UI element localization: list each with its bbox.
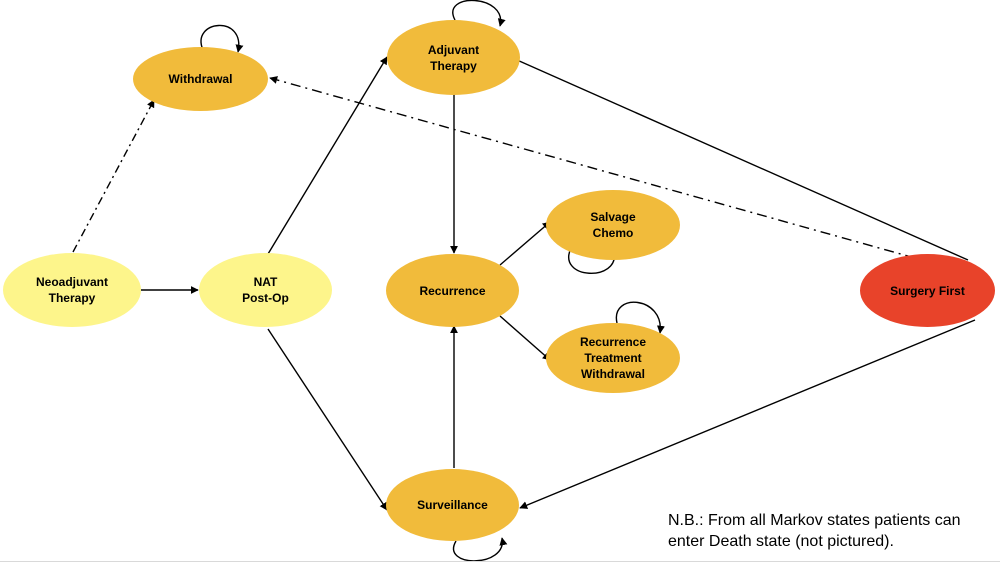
node-nat-postop: NAT Post-Op (199, 253, 332, 327)
node-nat-postop-label: NAT Post-Op (242, 275, 289, 305)
node-neoadjuvant-therapy: Neoadjuvant Therapy (3, 253, 141, 327)
node-surveillance: Surveillance (386, 469, 519, 541)
footnote: N.B.: From all Markov states patients ca… (668, 512, 961, 550)
node-withdrawal: Withdrawal (133, 47, 268, 111)
node-surgery-first: Surgery First (860, 254, 995, 327)
edge-surgeryfirst-to-withdrawal (269, 76, 916, 259)
node-salvage-chemo: Salvage Chemo (546, 190, 680, 260)
selfloop-adjuvant (452, 0, 506, 27)
node-adjuvant-therapy-label: Adjuvant Therapy (427, 42, 480, 73)
node-surgery-first-label: Surgery First (890, 283, 965, 298)
node-recurrence-treatment-withdrawal-label: Recurrence Treatment Withdrawal (579, 335, 647, 381)
node-withdrawal-label: Withdrawal (168, 72, 233, 86)
edge-recurrence-to-recwithdrawal (499, 315, 551, 361)
edge-natpostop-to-adjuvant (267, 56, 388, 255)
node-neoadjuvant-therapy-label: Neoadjuvant Therapy (35, 275, 108, 305)
selfloop-surveillance (452, 537, 508, 562)
node-recurrence: Recurrence (386, 254, 519, 327)
selfloop-recwithdrawal (615, 301, 665, 334)
node-recurrence-label: Recurrence (419, 283, 486, 298)
node-adjuvant-therapy: Adjuvant Therapy (387, 20, 520, 95)
edge-surgeryfirst-to-adjuvant (507, 55, 969, 261)
selfloop-salvage (568, 247, 620, 274)
node-salvage-chemo-label: Salvage Chemo (590, 210, 636, 240)
bottom-divider (0, 561, 1000, 562)
edge-natpostop-to-surveillance (267, 328, 388, 511)
node-recurrence-treatment-withdrawal: Recurrence Treatment Withdrawal (546, 323, 680, 393)
edge-neoadjuvant-to-withdrawal (72, 99, 155, 253)
node-surveillance-label: Surveillance (417, 498, 488, 512)
edge-surgeryfirst-to-surveillance (519, 319, 976, 509)
edge-recurrence-to-salvage (499, 221, 551, 266)
selfloop-withdrawal (200, 24, 244, 53)
